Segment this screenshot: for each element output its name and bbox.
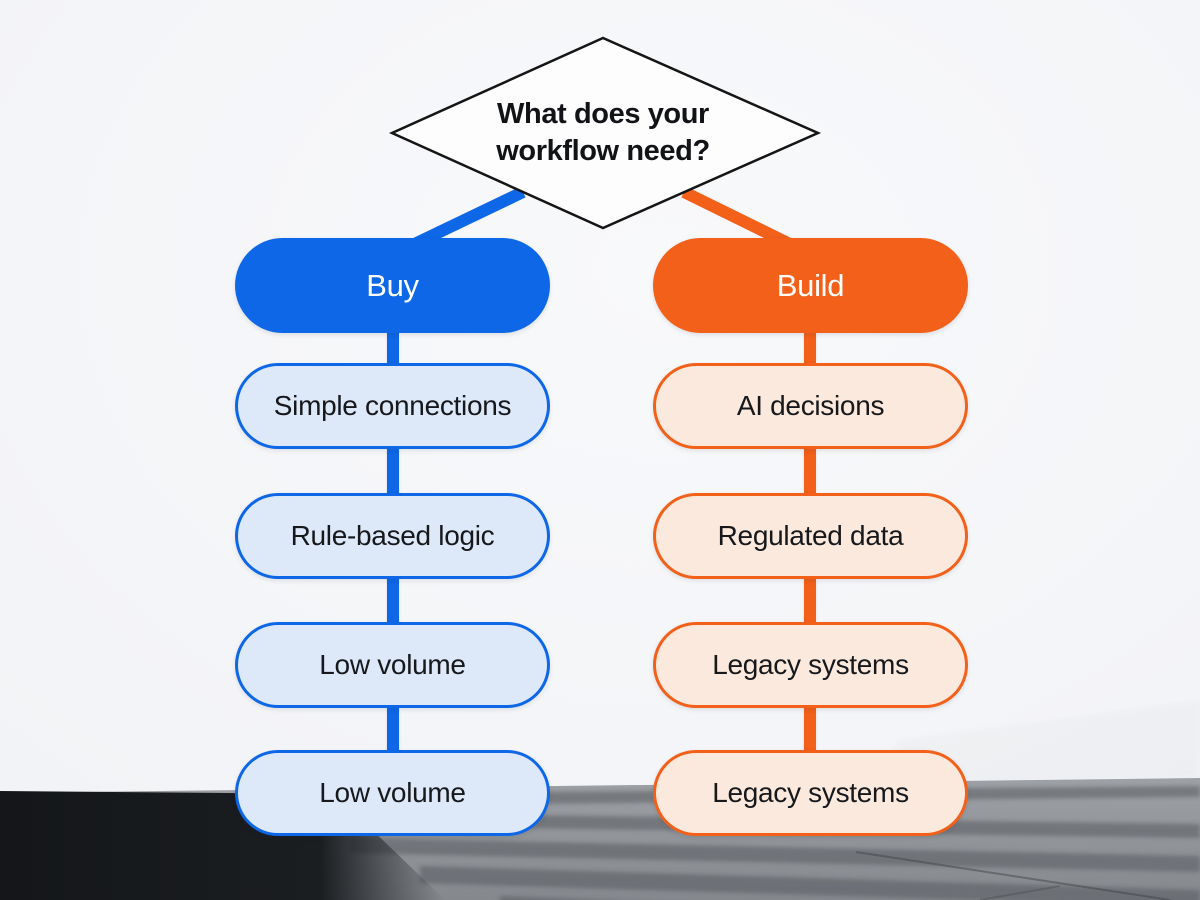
build-item-node: Legacy systems	[653, 622, 968, 708]
decision-question-line1: What does your	[497, 98, 709, 130]
build-item-node: Legacy systems	[653, 750, 968, 836]
decision-question-line2: workflow need?	[496, 135, 710, 167]
buy-item-node: Simple connections	[235, 363, 550, 449]
buy-item-label: Rule-based logic	[290, 520, 495, 551]
buy-item-node: Low volume	[235, 622, 550, 708]
buy-node: Buy	[235, 238, 550, 333]
decision-question: What does your workflow need?	[433, 96, 773, 170]
build-item-node: Regulated data	[653, 493, 968, 579]
buy-item-node: Low volume	[235, 750, 550, 836]
build-item-label: Legacy systems	[712, 649, 909, 680]
vertical-connector-buy	[387, 574, 399, 629]
buy-item-label: Simple connections	[273, 390, 512, 421]
vertical-connector-build	[804, 328, 816, 370]
vertical-connector-buy	[387, 328, 399, 370]
buy-item-label: Low volume	[319, 777, 466, 808]
floor-crack-line	[855, 851, 1171, 900]
build-item-label: AI decisions	[736, 390, 885, 421]
build-item-label: Legacy systems	[712, 777, 909, 808]
decision-diamond	[388, 36, 822, 230]
floor-crack-line	[979, 885, 1061, 900]
floor-shadow-stripe	[350, 838, 1200, 872]
build-node: Build	[653, 238, 968, 333]
buy-item-node: Rule-based logic	[235, 493, 550, 579]
floor-shadow-stripe	[420, 866, 1200, 900]
buy-node-label: Buy	[366, 267, 419, 303]
buy-item-label: Low volume	[319, 649, 466, 680]
build-node-label: Build	[776, 267, 845, 303]
build-item-label: Regulated data	[717, 520, 904, 551]
vertical-connector-buy	[387, 702, 399, 757]
vertical-connector-build	[804, 574, 816, 629]
vertical-connector-build	[804, 445, 816, 500]
build-item-node: AI decisions	[653, 363, 968, 449]
vertical-connector-build	[804, 702, 816, 757]
vertical-connector-buy	[387, 445, 399, 500]
